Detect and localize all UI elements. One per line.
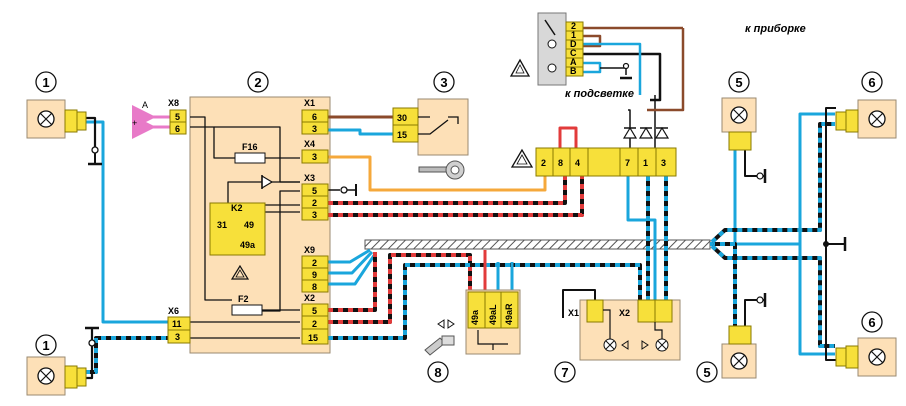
x8-label: X8 (168, 98, 179, 108)
x3-pin-2: 2 (312, 198, 317, 208)
hazard-conn-49al: 49aL (488, 304, 498, 325)
hazard-pin-a: A (570, 57, 577, 67)
side-a-plus: + (132, 118, 137, 128)
relay-pin-49: 49 (244, 220, 254, 230)
side-repeater-top (721, 97, 757, 151)
x8-pin-2: 6 (175, 124, 180, 134)
x6-pin-1: 11 (172, 319, 182, 329)
rear-lamp-bottom (835, 337, 897, 377)
marker-mounting-block: 2 (254, 75, 261, 90)
switch-pin-3: 3 (661, 158, 666, 168)
switch-pin-1: 1 (643, 158, 648, 168)
marker-side-repeater-bottom: 5 (703, 365, 710, 380)
x4-pin-1: 3 (312, 152, 317, 162)
side-repeater-bottom (721, 325, 757, 379)
marker-side-repeater-top: 5 (735, 75, 742, 90)
switch-pin-4: 4 (575, 158, 580, 168)
switch-pin-8: 8 (558, 158, 563, 168)
fuse-f2 (231, 304, 263, 316)
ignition-pin-30: 30 (397, 113, 407, 123)
hazard-pin-2: 2 (571, 21, 576, 31)
warning-triangle-icon (230, 264, 250, 280)
x1-pin-1: 6 (312, 112, 317, 122)
x9-label: X9 (304, 245, 315, 255)
switch-pin-7: 7 (625, 158, 630, 168)
front-left-lamp-top (26, 99, 87, 139)
x4-label: X4 (304, 139, 315, 149)
hazard-triangle-icon-top (509, 58, 531, 77)
front-left-lamp-bottom (26, 356, 87, 396)
x2-pin-3: 15 (308, 333, 318, 343)
marker-rear-lamp-top: 6 (868, 75, 875, 90)
relay-pin-49a: 49a (240, 240, 256, 250)
switch-diodes (622, 126, 670, 139)
relay-k2-label: K2 (231, 203, 243, 213)
hazard-pin-d: D (570, 39, 577, 49)
x2-label: X2 (304, 293, 315, 303)
ignition-pin-15: 15 (397, 130, 407, 140)
x9-pin-3: 8 (312, 282, 317, 292)
block-diode (261, 174, 274, 190)
x2-pin-1: 5 (312, 306, 317, 316)
switch-pin-2: 2 (541, 158, 546, 168)
x9-pin-2: 9 (312, 270, 317, 280)
x3-label: X3 (304, 173, 315, 183)
hazard-pin-c: C (570, 48, 577, 58)
x3-pin-3: 3 (312, 210, 317, 220)
fuse-f16 (234, 152, 266, 164)
hazard-relay-connector (465, 289, 521, 355)
hazard-switch-top (537, 12, 584, 86)
rear-lamp-top (835, 99, 897, 139)
x2-pin-2: 2 (312, 319, 317, 329)
relay-k2 (209, 202, 266, 256)
cluster-x2-label: X2 (619, 308, 630, 318)
x9-pin-1: 2 (312, 258, 317, 268)
turn-signal-switch-connector (535, 147, 677, 177)
side-a-label: A (142, 100, 148, 110)
hazard-button-icon (424, 319, 455, 356)
marker-front-left-top: 1 (42, 75, 49, 90)
hazard-conn-49ar: 49aR (504, 303, 514, 325)
ignition-switch (392, 98, 469, 156)
marker-rear-lamp-bottom: 6 (868, 315, 875, 330)
hazard-pin-b: B (570, 66, 577, 76)
hazard-pin-1: 1 (571, 30, 576, 40)
hazard-triangle-icon (510, 148, 534, 168)
marker-front-left-bottom: 1 (42, 338, 49, 353)
x6-label: X6 (168, 306, 179, 316)
marker-ignition-switch: 3 (440, 75, 447, 90)
block-connectors (167, 109, 329, 345)
instrument-cluster (579, 299, 681, 361)
key-icon (418, 160, 465, 180)
labels: A + X8 5 6 X1 6 3 X4 3 X3 5 2 3 X9 2 9 8… (132, 21, 806, 343)
fuse-f16-label: F16 (242, 142, 258, 152)
x6-pin-2: 3 (175, 332, 180, 342)
marker-hazard-switch: 8 (434, 365, 441, 380)
marker-instrument-cluster: 7 (561, 365, 568, 380)
x1-label: X1 (304, 98, 315, 108)
number-markers: 1 1 2 3 8 7 5 5 6 6 (35, 71, 883, 383)
cluster-x1-label: X1 (568, 308, 579, 318)
x3-pin-1: 5 (312, 186, 317, 196)
x1-pin-2: 3 (312, 124, 317, 134)
x8-pin-1: 5 (175, 112, 180, 122)
caption-to-backlight: к подсветке (565, 88, 634, 100)
relay-pin-31: 31 (217, 220, 227, 230)
harness-bar (364, 239, 711, 250)
caption-to-dashboard: к приборке (745, 23, 806, 35)
fuse-f2-label: F2 (238, 294, 249, 304)
hazard-conn-49a: 49a (470, 309, 480, 325)
wires (85, 26, 847, 380)
